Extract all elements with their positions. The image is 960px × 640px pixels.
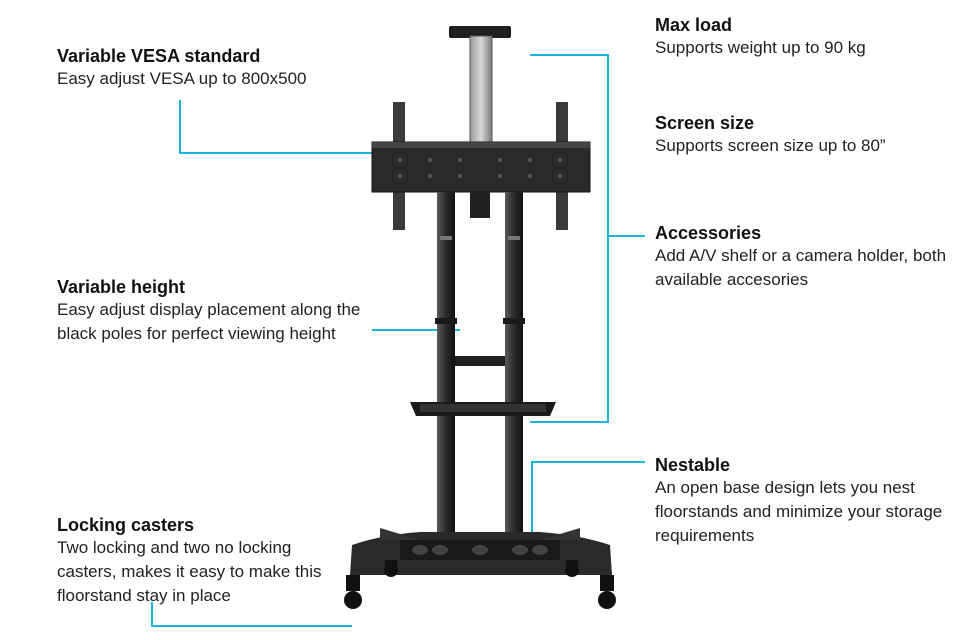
feature-description: An open base design lets you nest floors… — [655, 478, 943, 545]
feature-title: Nestable — [655, 455, 731, 475]
feature-description: Supports screen size up to 80” — [655, 136, 886, 155]
feature-description: Supports weight up to 90 kg — [655, 38, 866, 57]
feature-title: Variable VESA standard — [57, 46, 261, 66]
feature-max-load: Max load Supports weight up to 90 kg — [655, 14, 945, 60]
feature-vesa: Variable VESA standard Easy adjust VESA … — [57, 45, 357, 91]
feature-accessories: Accessories Add A/V shelf or a camera ho… — [655, 222, 950, 292]
feature-title: Screen size — [655, 113, 755, 133]
feature-description: Easy adjust display placement along the … — [57, 300, 361, 343]
leader-casters — [151, 602, 352, 627]
feature-description: Add A/V shelf or a camera holder, both a… — [655, 246, 947, 289]
casters — [344, 560, 616, 609]
pole-left — [437, 192, 455, 532]
leader-nestable — [531, 461, 645, 560]
mounting-plate — [371, 141, 591, 193]
feature-height: Variable height Easy adjust display plac… — [57, 276, 367, 346]
cross-bar — [455, 356, 505, 366]
upper-column — [469, 35, 493, 147]
feature-title: Locking casters — [57, 515, 195, 535]
feature-casters: Locking casters Two locking and two no l… — [57, 514, 327, 608]
camera-shelf — [449, 26, 511, 38]
feature-title: Accessories — [655, 223, 762, 243]
feature-title: Max load — [655, 15, 733, 35]
feature-nestable: Nestable An open base design lets you ne… — [655, 454, 950, 548]
leader-vesa — [179, 100, 420, 154]
feature-screen-size: Screen size Supports screen size up to 8… — [655, 112, 945, 158]
feature-description: Easy adjust VESA up to 800x500 — [57, 69, 307, 88]
pole-right — [505, 192, 523, 532]
feature-title: Variable height — [57, 277, 186, 297]
feature-description: Two locking and two no locking casters, … — [57, 538, 322, 605]
leader-maxload-accessories — [530, 54, 609, 423]
